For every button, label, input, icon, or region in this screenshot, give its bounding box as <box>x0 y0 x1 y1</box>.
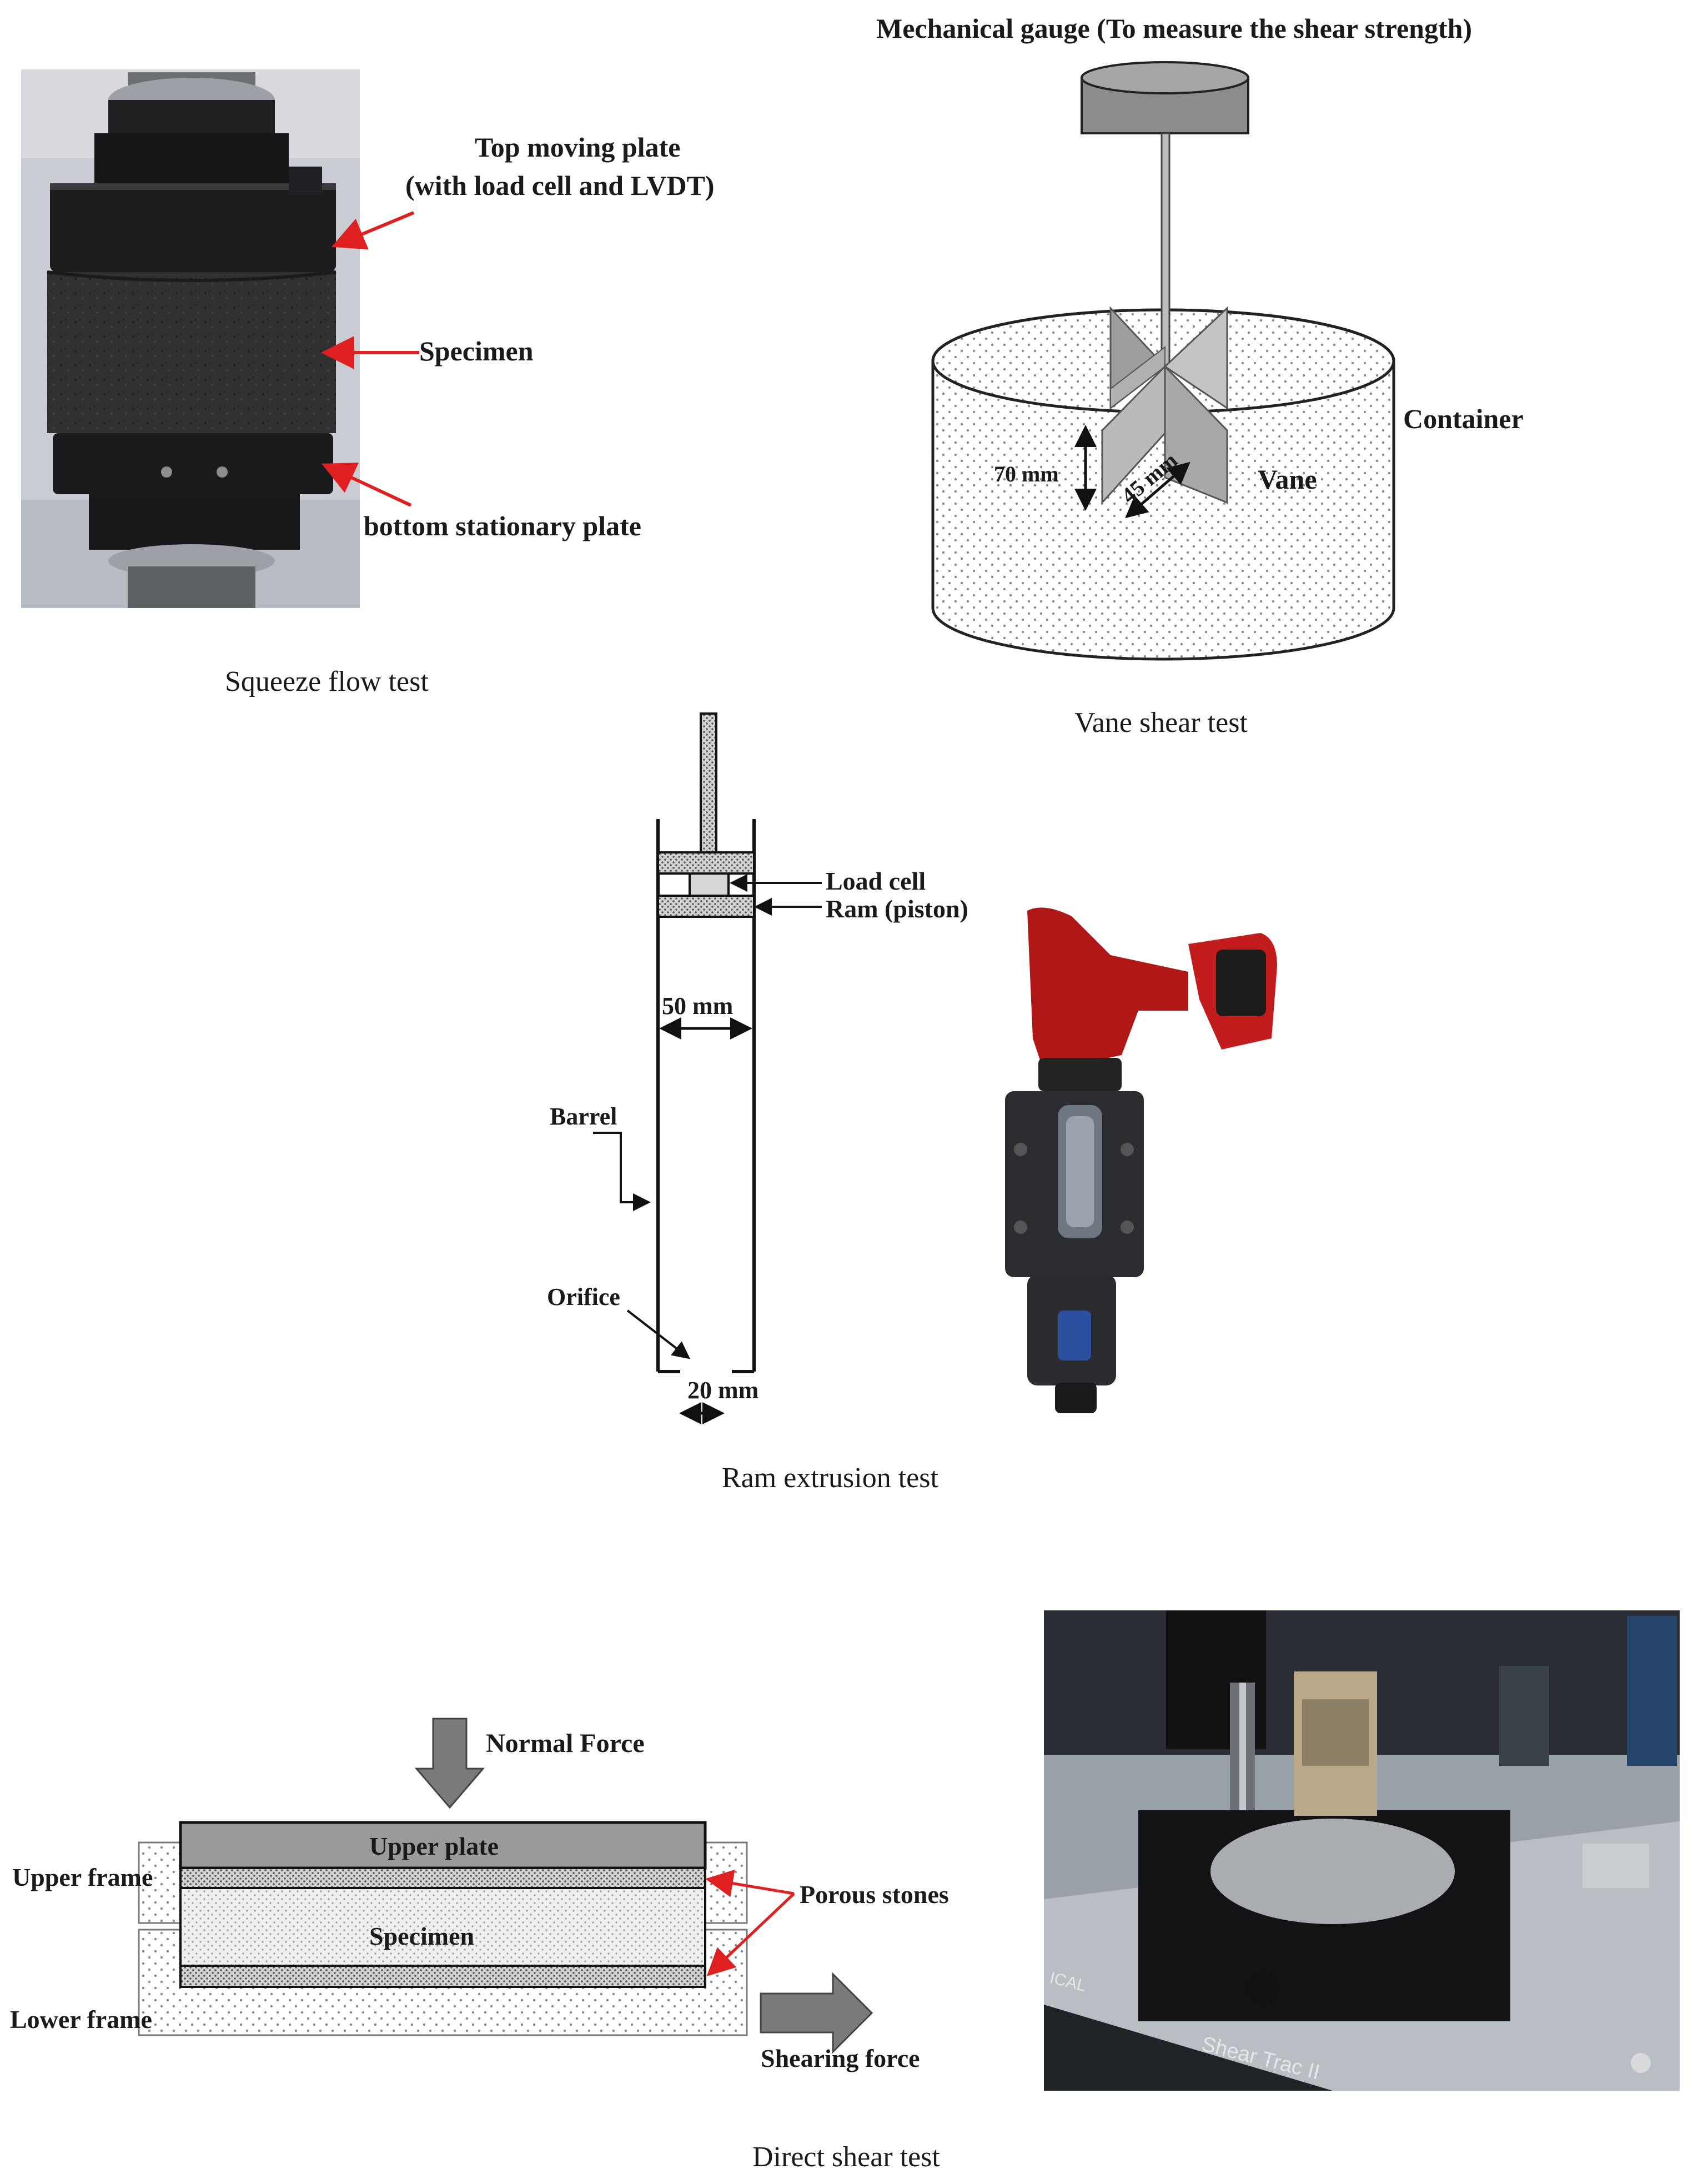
label-vane: Vane <box>1258 464 1317 495</box>
ram-extrusion-diagram <box>593 712 822 1424</box>
label-bottom-stationary-plate: bottom stationary plate <box>364 510 641 541</box>
label-upper-frame: Upper frame <box>12 1863 153 1891</box>
piston-rod <box>700 712 717 853</box>
dim-20mm: 20 mm <box>687 1377 759 1404</box>
ram-extrusion-photo <box>1005 907 1277 1413</box>
label-direct-specimen: Specimen <box>369 1922 475 1950</box>
label-barrel: Barrel <box>550 1103 617 1130</box>
shearing-force-arrow <box>760 1972 873 2054</box>
label-lower-frame: Lower frame <box>10 2005 152 2034</box>
direct-shear-diagram <box>138 1718 873 2054</box>
label-normal-force: Normal Force <box>486 1729 645 1758</box>
squeeze-annotation-arrows <box>321 211 419 507</box>
direct-shear-photo <box>1044 1610 1680 2091</box>
ram-piston <box>657 895 755 918</box>
vane-shear-diagram <box>931 61 1395 661</box>
caption-squeeze-flow: Squeeze flow test <box>225 666 429 697</box>
label-squeeze-specimen: Specimen <box>419 335 534 366</box>
vane-shaft <box>1161 132 1170 368</box>
porous-stone-top <box>179 1867 706 1889</box>
label-container: Container <box>1403 403 1524 434</box>
dim-70mm: 70 mm <box>994 461 1059 486</box>
label-load-cell: Load cell <box>826 867 926 895</box>
caption-ram-extrusion: Ram extrusion test <box>722 1462 938 1494</box>
squeeze-flow-photo <box>21 69 360 608</box>
label-porous-stones: Porous stones <box>800 1880 949 1909</box>
label-upper-plate: Upper plate <box>369 1832 499 1860</box>
arrow-to-bottom-plate <box>321 463 412 507</box>
caption-vane-shear: Vane shear test <box>1074 707 1248 739</box>
arrow-to-top-plate <box>331 211 415 250</box>
normal-force-arrow <box>414 1718 485 1809</box>
label-orifice: Orifice <box>547 1283 620 1311</box>
label-mechanical-gauge: Mechanical gauge (To measure the shear s… <box>876 13 1473 44</box>
label-shearing-force: Shearing force <box>761 2044 920 2072</box>
caption-direct-shear: Direct shear test <box>752 2141 940 2173</box>
dim-50mm: 50 mm <box>662 992 734 1020</box>
label-ram-piston: Ram (piston) <box>826 895 968 923</box>
porous-stone-bottom <box>179 1965 706 1988</box>
label-top-moving-plate-line2: (with load cell and LVDT) <box>405 170 715 201</box>
load-cell <box>689 872 730 897</box>
label-top-moving-plate-line1: Top moving plate <box>475 132 681 163</box>
